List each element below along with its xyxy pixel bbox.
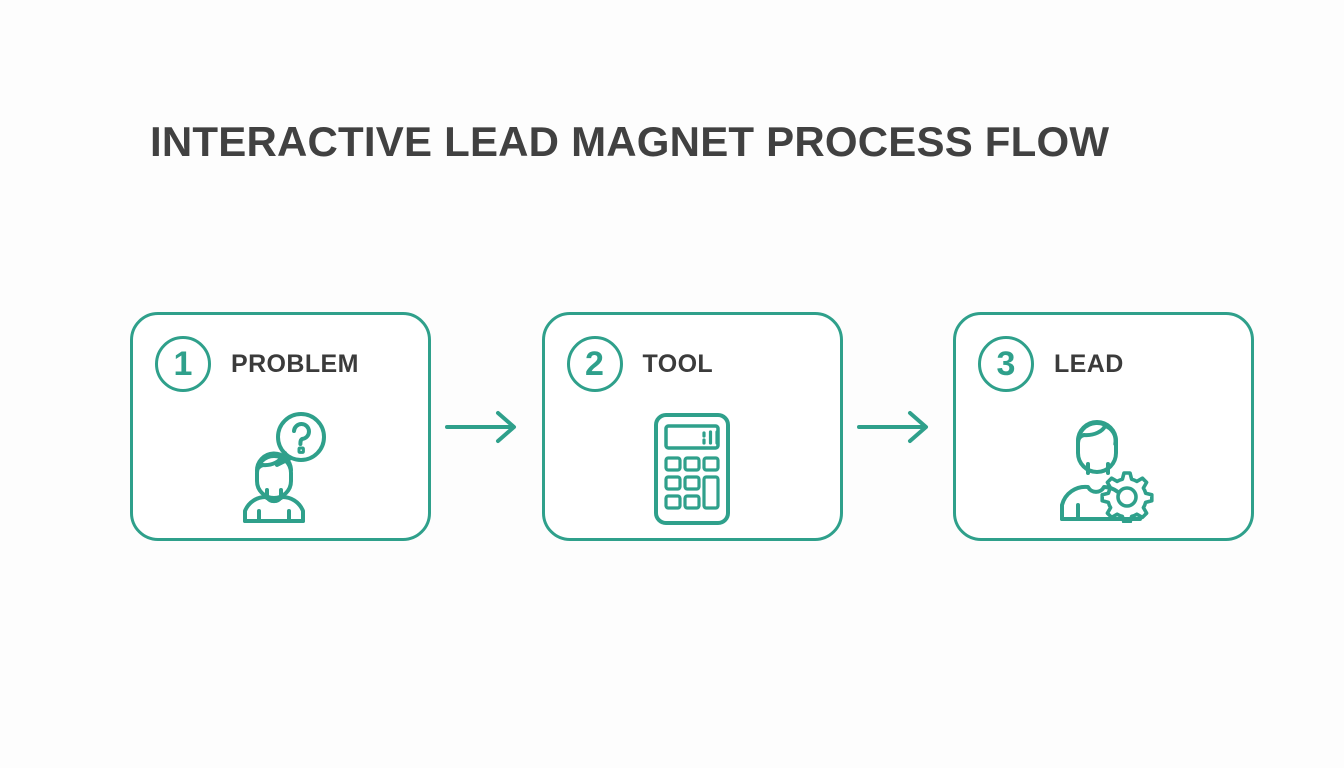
- step-card-lead[interactable]: 3 LEAD: [953, 312, 1254, 541]
- step-card-header: 1 PROBLEM: [155, 336, 359, 392]
- page-title: INTERACTIVE LEAD MAGNET PROCESS FLOW: [150, 118, 1110, 165]
- arrow-right-icon: [445, 410, 517, 443]
- step-icon-container: [133, 411, 428, 523]
- step-number-badge: 2: [566, 336, 623, 392]
- step-card-tool[interactable]: 2 TOOL: [541, 312, 843, 541]
- process-flow-diagram: 1 PROBLEM: [130, 311, 1254, 542]
- flow-connector-2: [845, 407, 951, 447]
- step-icon-container: [956, 411, 1251, 523]
- step-label: PROBLEM: [231, 349, 359, 378]
- person-gear-icon: [1059, 420, 1154, 523]
- step-card-header: 2 TOOL: [566, 336, 714, 392]
- flow-connector-1: [433, 407, 539, 447]
- person-question-bubble-icon: [242, 412, 326, 523]
- step-card-header: 3 LEAD: [978, 336, 1124, 392]
- step-card-problem[interactable]: 1 PROBLEM: [130, 312, 431, 541]
- step-number-badge: 1: [155, 336, 211, 392]
- step-number-badge: 3: [978, 336, 1034, 392]
- step-icon-container: [545, 411, 840, 527]
- step-label: LEAD: [1054, 349, 1124, 378]
- arrow-right-icon: [856, 410, 928, 443]
- step-label: TOOL: [642, 349, 714, 378]
- calculator-icon: [654, 413, 730, 525]
